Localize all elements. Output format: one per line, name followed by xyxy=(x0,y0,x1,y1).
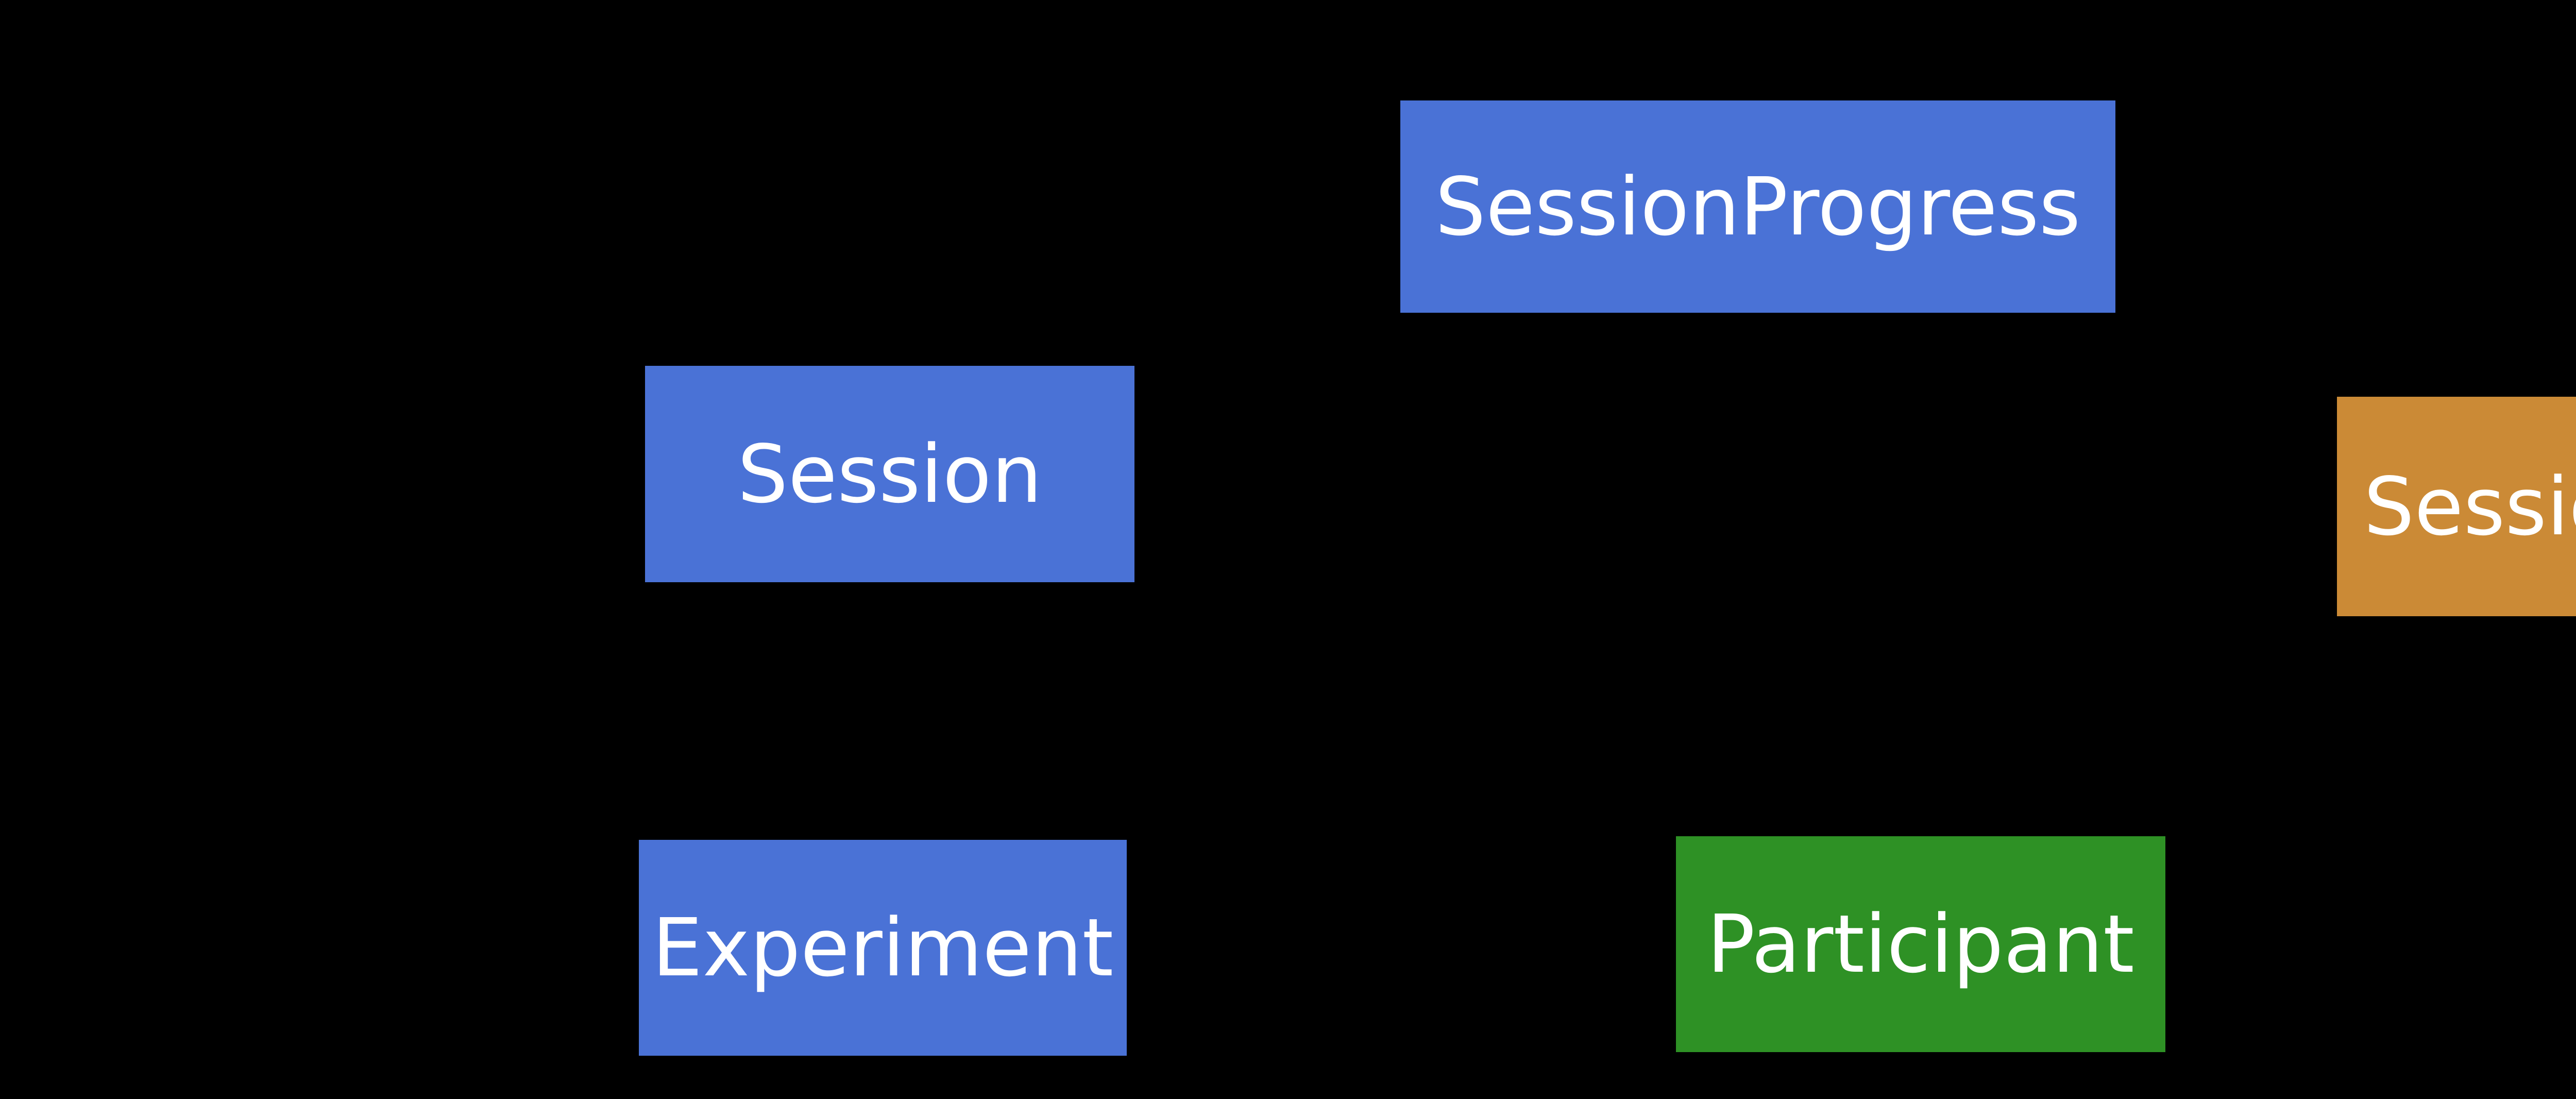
node-participant: Participant xyxy=(1676,836,2165,1052)
node-experiment: Experiment xyxy=(639,840,1127,1056)
node-session-label: Session xyxy=(737,427,1042,521)
node-session-progress: SessionProgress xyxy=(1400,100,2115,313)
node-participant-label: Participant xyxy=(1707,898,2134,991)
node-session: Session xyxy=(645,366,1134,582)
node-session-step: SessionStep xyxy=(2337,397,2576,616)
node-session-progress-label: SessionProgress xyxy=(1435,160,2081,253)
node-session-step-label: SessionStep xyxy=(2363,460,2576,553)
node-experiment-label: Experiment xyxy=(652,901,1114,994)
